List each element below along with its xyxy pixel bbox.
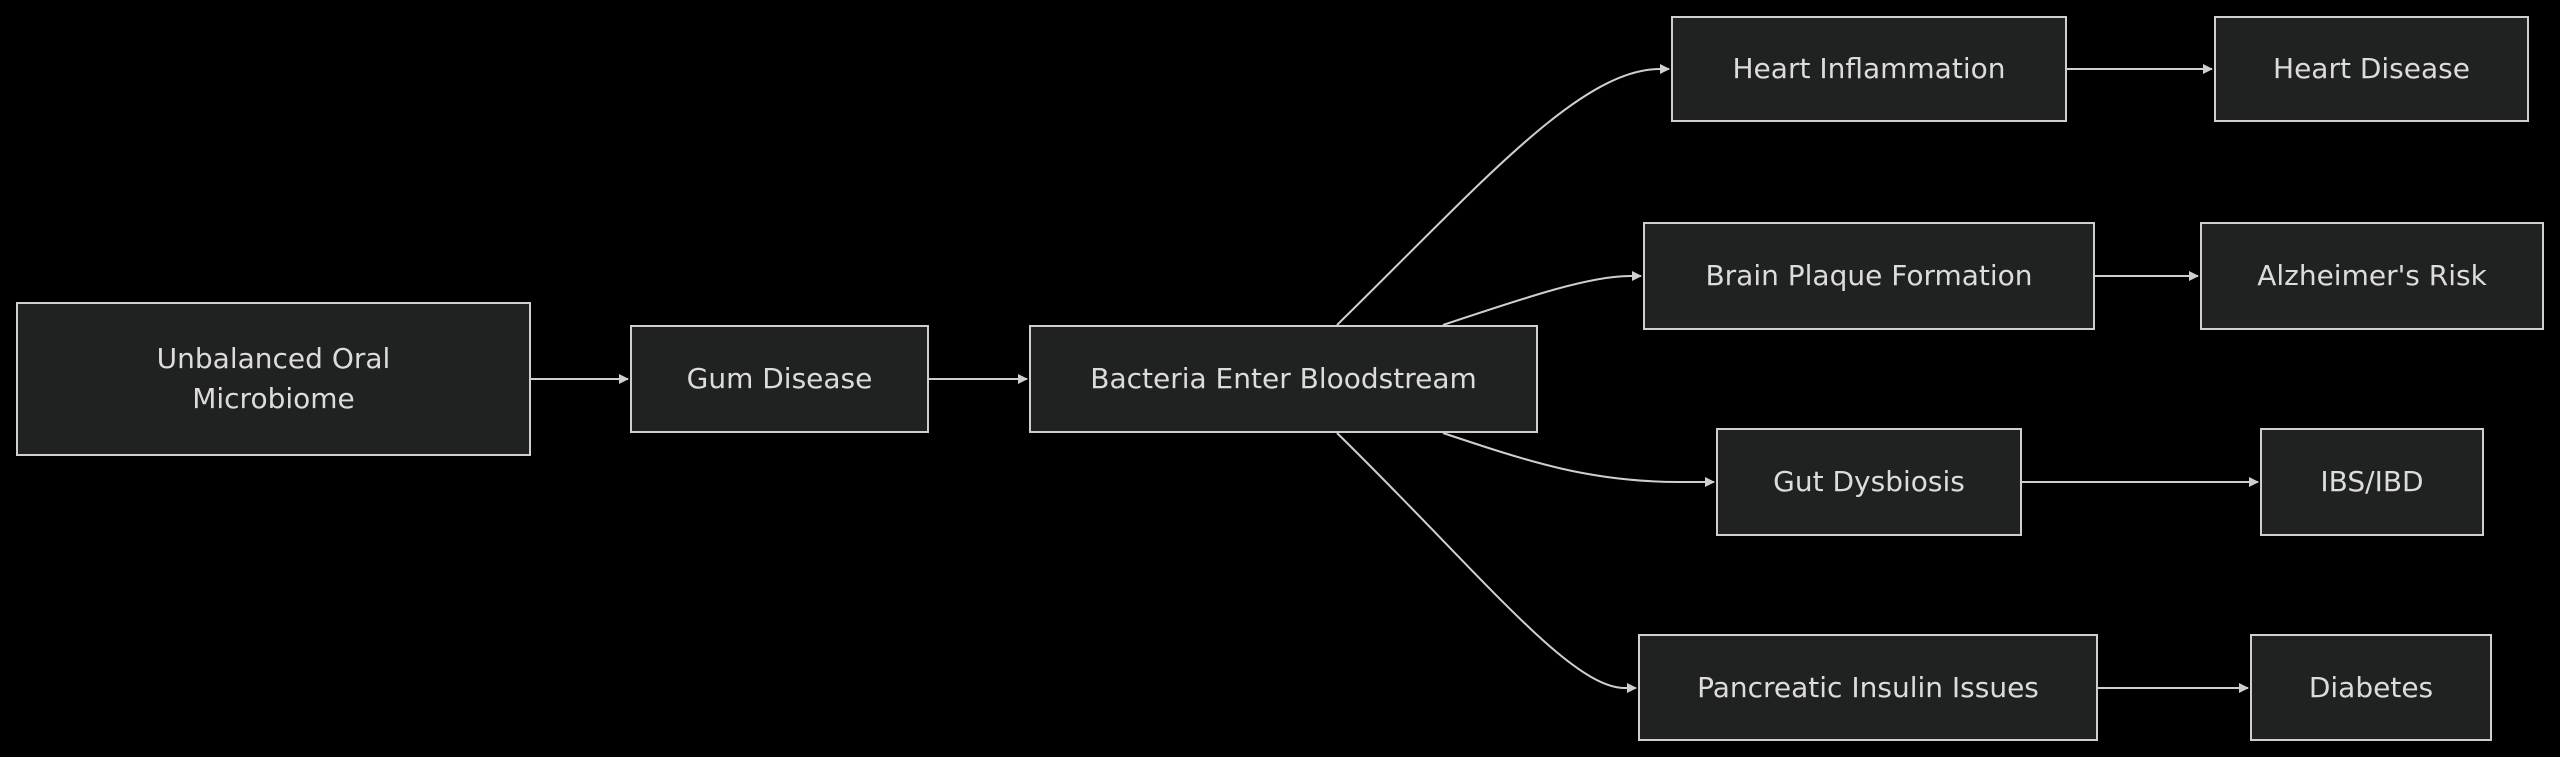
node-bacteria-enter-bloodstream: Bacteria Enter Bloodstream [1029, 325, 1538, 433]
edge-bacteria-pancreatic [1336, 432, 1637, 693]
node-unbalanced-oral-microbiome: Unbalanced Oral Microbiome [16, 302, 531, 456]
node-brain-plaque-formation: Brain Plaque Formation [1643, 222, 2095, 330]
node-label: Unbalanced Oral Microbiome [156, 342, 391, 415]
node-gut-dysbiosis: Gut Dysbiosis [1716, 428, 2022, 536]
node-label: Brain Plaque Formation [1705, 259, 2033, 292]
node-ibs-ibd: IBS/IBD [2260, 428, 2484, 536]
node-diabetes: Diabetes [2250, 634, 2492, 741]
node-alzheimers-risk: Alzheimer's Risk [2200, 222, 2544, 330]
node-label: Bacteria Enter Bloodstream [1090, 362, 1477, 395]
node-label: Diabetes [2308, 670, 2434, 704]
edge-bacteria-brain-plaque [1442, 271, 1642, 326]
node-heart-inflammation: Heart Inflammation [1671, 16, 2067, 122]
node-label: Alzheimer's Risk [2257, 259, 2487, 292]
node-label: Gut Dysbiosis [1773, 465, 1965, 498]
node-label: Heart Inflammation [1732, 52, 2006, 85]
node-label: IBS/IBD [2320, 465, 2424, 498]
edge-bacteria-gut [1442, 432, 1715, 487]
node-pancreatic-insulin-issues: Pancreatic Insulin Issues [1638, 634, 2098, 741]
edge-bacteria-heart-inflammation [1336, 64, 1670, 326]
node-label: Gum Disease [686, 362, 873, 395]
node-gum-disease: Gum Disease [630, 325, 929, 433]
node-label: Pancreatic Insulin Issues [1697, 670, 2039, 704]
node-heart-disease: Heart Disease [2214, 16, 2529, 122]
node-label: Heart Disease [2273, 52, 2470, 85]
